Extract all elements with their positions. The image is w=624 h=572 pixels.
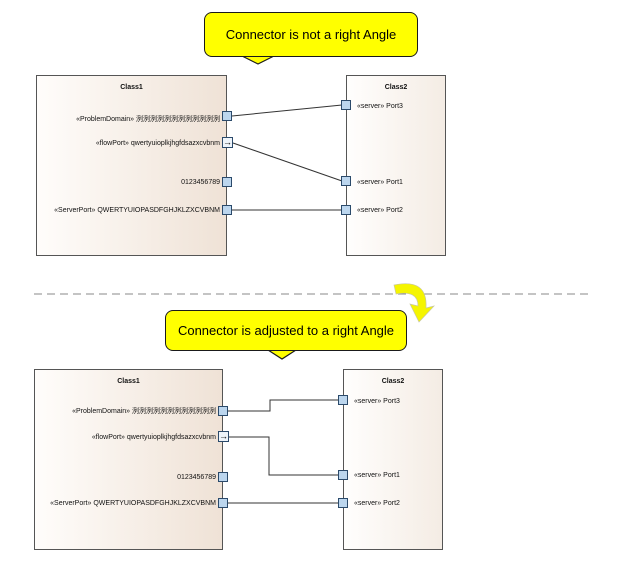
callout-bottom: Connector is adjusted to a right Angle [165, 310, 407, 351]
port-label-flowport: «flowPort» qwertyuioplkjhgfdsazxcvbnm [95, 140, 220, 147]
connector-bottom-domain-port3[interactable] [228, 399, 338, 412]
class2-port3[interactable] [341, 100, 351, 110]
callout-bottom-tail [265, 349, 299, 360]
class1-port-digits[interactable] [222, 177, 232, 187]
class2-port2[interactable] [338, 498, 348, 508]
class1-port-server[interactable] [222, 205, 232, 215]
class2-port3[interactable] [338, 395, 348, 405]
class1-box-top[interactable]: Class1 «ProblemDomain» 洌洌洌洌洌洌洌洌洌洌洌洌 «flo… [36, 75, 227, 256]
connector-bottom-flow-port1[interactable] [229, 436, 338, 476]
class2-port2[interactable] [341, 205, 351, 215]
class1-flow-port-icon[interactable]: → [222, 137, 233, 148]
callout-top: Connector is not a right Angle [204, 12, 418, 57]
class1-title: Class1 [117, 378, 140, 385]
port-label-digits: 0123456789 [177, 474, 216, 481]
class1-title: Class1 [120, 84, 143, 91]
class2-title: Class2 [384, 84, 408, 91]
port-label-digits: 0123456789 [181, 179, 220, 186]
class1-port-problemdomain[interactable] [222, 111, 232, 121]
class1-port-digits[interactable] [218, 472, 228, 482]
port-label-problemdomain: «ProblemDomain» 洌洌洌洌洌洌洌洌洌洌洌洌 [72, 408, 216, 415]
class2-title: Class2 [381, 378, 405, 385]
transition-arrow [393, 283, 436, 323]
class2-box-bottom[interactable]: Class2 «server» Port3 «server» Port1 «se… [343, 369, 443, 550]
callout-top-tail [241, 55, 275, 65]
port-label-port2: «server» Port2 [354, 500, 400, 507]
port-label-port2: «server» Port2 [357, 207, 403, 214]
port-label-port3: «server» Port3 [354, 398, 400, 405]
port-label-serverport: «ServerPort» QWERTYUIOPASDFGHJKLZXCVBNM [54, 207, 220, 214]
port-label-port1: «server» Port1 [354, 472, 400, 479]
port-label-port3: «server» Port3 [357, 103, 403, 110]
class2-port1[interactable] [338, 470, 348, 480]
port-label-port1: «server» Port1 [357, 179, 403, 186]
class1-port-problemdomain[interactable] [218, 406, 228, 416]
class1-box-bottom[interactable]: Class1 «ProblemDomain» 洌洌洌洌洌洌洌洌洌洌洌洌 «flo… [34, 369, 223, 550]
class1-flow-port-icon[interactable]: → [218, 431, 229, 442]
class2-box-top[interactable]: Class2 «server» Port3 «server» Port1 «se… [346, 75, 446, 256]
port-label-serverport: «ServerPort» QWERTYUIOPASDFGHJKLZXCVBNM [50, 500, 216, 507]
class1-port-server[interactable] [218, 498, 228, 508]
connector-top-domain-port3[interactable] [231, 104, 343, 117]
connector-top-flow-port1[interactable] [232, 142, 343, 182]
class2-port1[interactable] [341, 176, 351, 186]
port-label-flowport: «flowPort» qwertyuioplkjhgfdsazxcvbnm [91, 434, 216, 441]
port-label-problemdomain: «ProblemDomain» 洌洌洌洌洌洌洌洌洌洌洌洌 [76, 116, 220, 123]
